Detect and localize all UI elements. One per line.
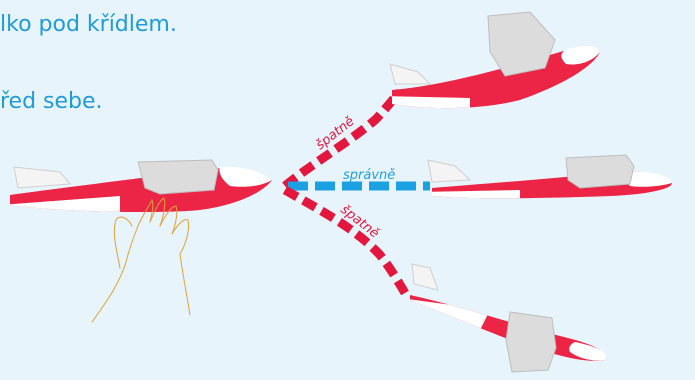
instruction-line-1: lko pod křídlem. [0, 12, 177, 37]
plane-lower-right [410, 263, 606, 373]
wrong-trajectory-upper [282, 88, 404, 190]
hand-illustration [91, 197, 191, 323]
label-correct: správně [343, 168, 395, 183]
instruction-line-2: řed sebe. [0, 89, 103, 114]
wrong-trajectory-lower [282, 186, 412, 301]
main-plane [10, 159, 272, 213]
plane-correct [427, 154, 672, 199]
plane-upper-right [389, 11, 600, 109]
